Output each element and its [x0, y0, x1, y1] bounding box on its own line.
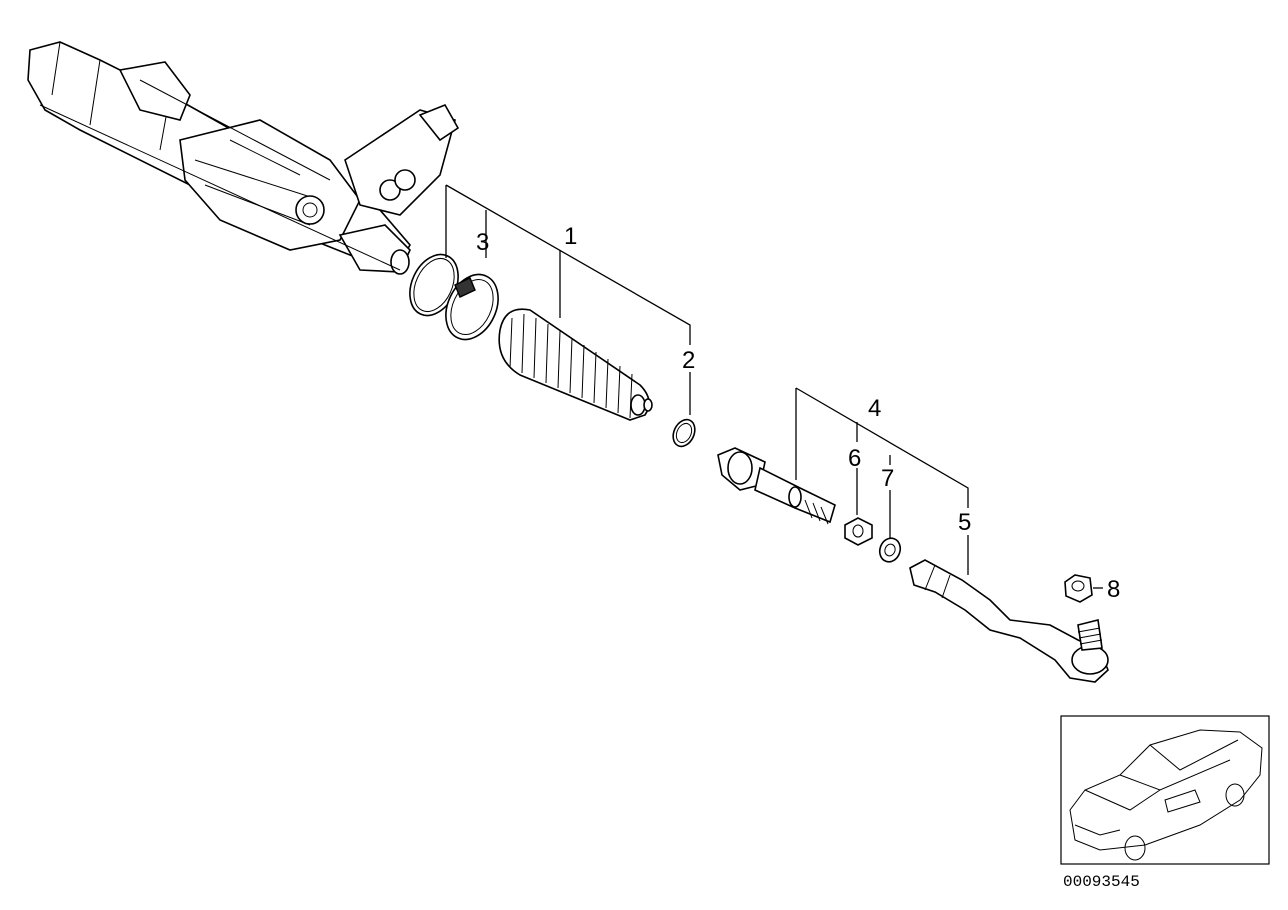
callout-1: 1	[564, 223, 577, 250]
inner-tie-rod[interactable]	[717, 447, 836, 525]
callout-5: 5	[958, 509, 971, 536]
vehicle-locator-inset	[1060, 715, 1270, 865]
boot-clamp[interactable]	[436, 266, 508, 348]
reference-number: 00093545	[1063, 873, 1140, 891]
sleeve[interactable]	[876, 535, 903, 564]
callout-6: 6	[848, 445, 861, 472]
leader-lines	[445, 184, 1103, 589]
car-silhouette-icon	[1069, 729, 1263, 861]
callout-3: 3	[476, 229, 489, 256]
steering-rack-housing[interactable]	[27, 41, 460, 275]
bellows-boot[interactable]	[498, 308, 653, 421]
callout-2: 2	[682, 347, 695, 374]
self-locking-nut[interactable]	[1064, 574, 1093, 603]
snap-ring[interactable]	[669, 416, 699, 450]
callout-7: 7	[881, 465, 894, 492]
hex-nut[interactable]	[844, 517, 873, 546]
callout-4: 4	[868, 395, 881, 422]
outer-tie-rod-end[interactable]	[909, 559, 1109, 683]
callout-8: 8	[1107, 576, 1120, 603]
